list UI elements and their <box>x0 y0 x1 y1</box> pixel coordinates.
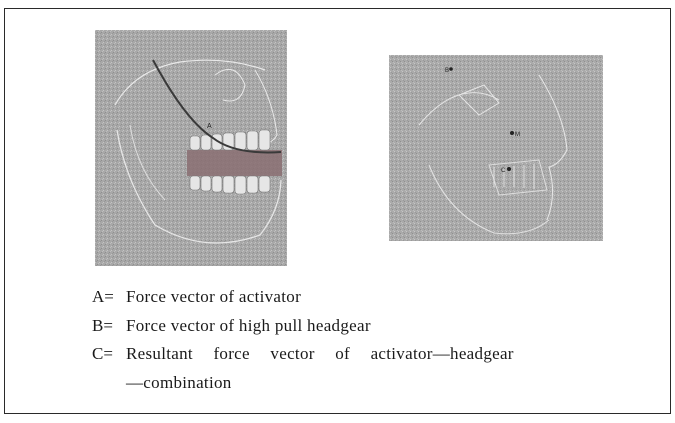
right-label-b: B <box>445 68 449 74</box>
legend-row-a: A=Force vector of activator <box>92 283 652 312</box>
legend-term: C= <box>92 340 126 369</box>
right-cephalometric-figure: M C B <box>389 55 603 241</box>
dentition-band <box>187 150 282 176</box>
legend-term: B= <box>92 312 126 341</box>
legend-row-c: C=Resultant force vector of activator—he… <box>92 340 652 369</box>
figure-legend: A=Force vector of activator B=Force vect… <box>92 283 652 397</box>
legend-definition: Force vector of activator <box>126 287 301 306</box>
point-c <box>507 167 511 171</box>
right-label-m: M <box>515 132 520 138</box>
left-cephalometric-figure: A <box>95 30 287 266</box>
right-label-c: C <box>501 168 506 174</box>
legend-row-c-continuation: —combination <box>92 369 652 398</box>
right-photo-background <box>389 55 603 241</box>
point-m <box>510 131 514 135</box>
legend-row-b: B=Force vector of high pull headgear <box>92 312 652 341</box>
legend-term: A= <box>92 283 126 312</box>
legend-definition: Force vector of high pull headgear <box>126 316 371 335</box>
left-label-a: A <box>207 123 212 130</box>
legend-definition-continuation: —combination <box>126 373 232 392</box>
point-b <box>449 67 453 71</box>
legend-definition: Resultant force vector of activator—head… <box>126 344 514 363</box>
